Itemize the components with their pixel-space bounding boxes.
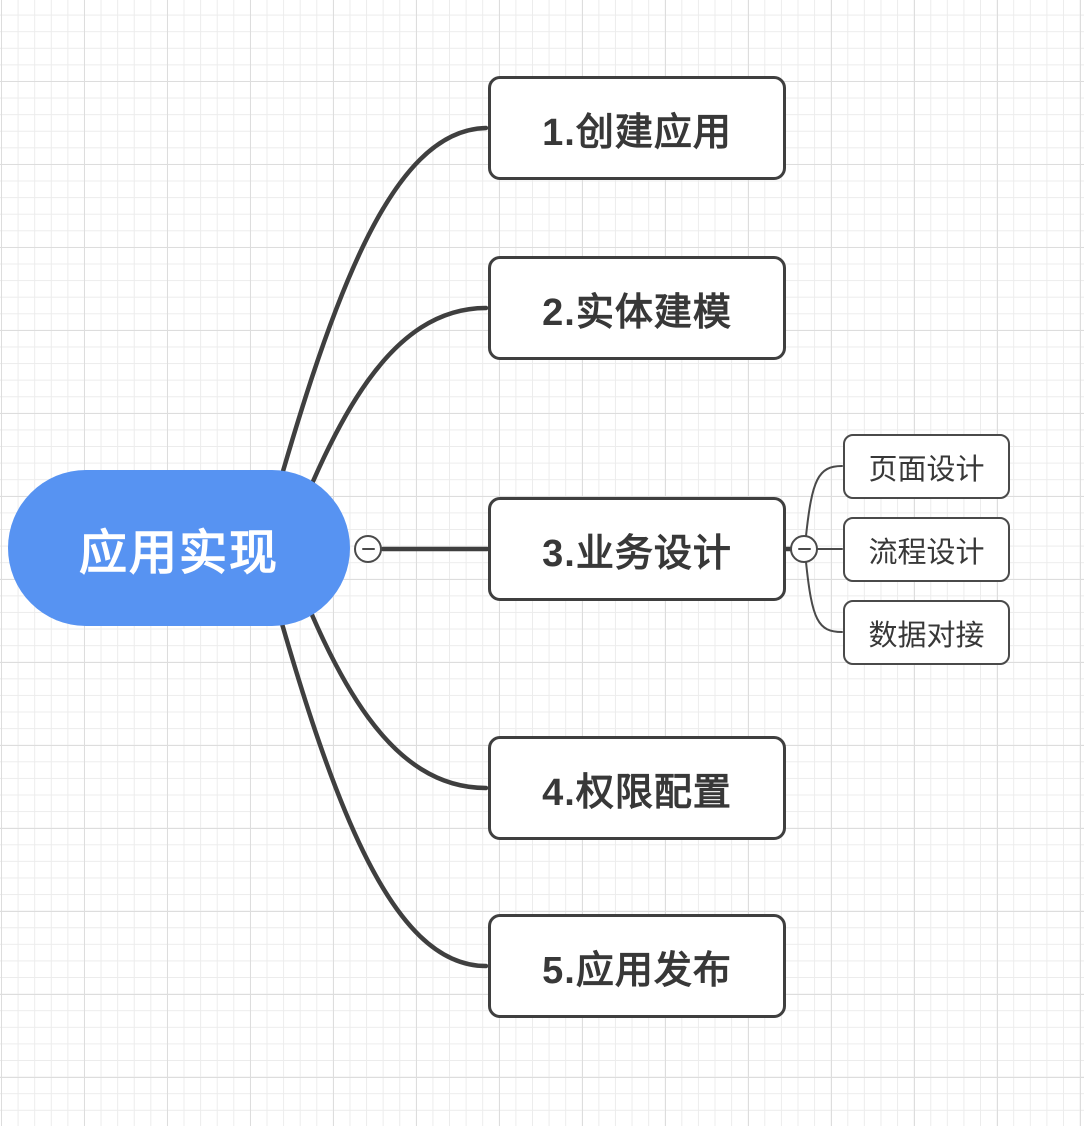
minus-icon <box>361 547 375 551</box>
branch-node-4[interactable]: 4.权限配置 <box>488 736 786 840</box>
collapse-toggle-root[interactable] <box>354 535 382 563</box>
edge-branch3-sub1 <box>805 465 843 537</box>
branch-node-3[interactable]: 3.业务设计 <box>488 497 786 601</box>
root-node[interactable]: 应用实现 <box>8 470 350 626</box>
collapse-toggle-branch3[interactable] <box>790 535 818 563</box>
minus-icon <box>797 547 811 551</box>
sub-node-data-integration[interactable]: 数据对接 <box>843 600 1010 665</box>
branch-node-2[interactable]: 2.实体建模 <box>488 256 786 360</box>
branch-node-1[interactable]: 1.创建应用 <box>488 76 786 180</box>
sub-node-flow-design[interactable]: 流程设计 <box>843 517 1010 582</box>
branch-node-5[interactable]: 5.应用发布 <box>488 914 786 1018</box>
sub-node-page-design[interactable]: 页面设计 <box>843 434 1010 499</box>
edge-branch3-sub3 <box>805 561 843 633</box>
